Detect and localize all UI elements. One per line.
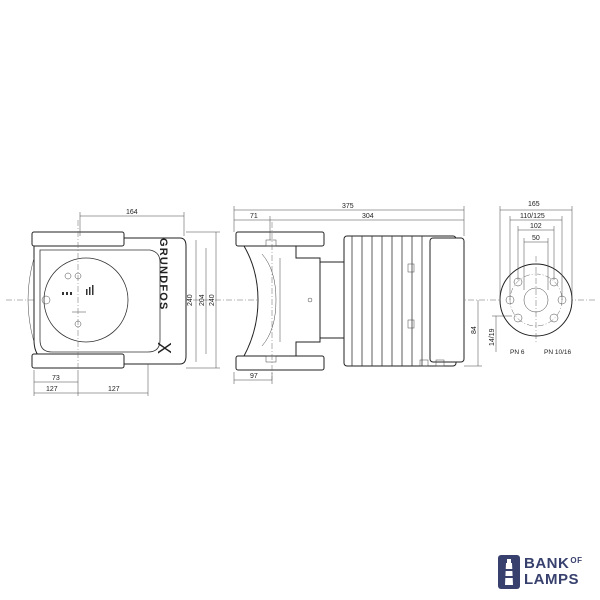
side-pump-casing xyxy=(243,245,321,357)
dim-50: 50 xyxy=(532,235,540,242)
front-control-box xyxy=(39,249,161,353)
cooling-fins xyxy=(351,236,423,366)
front-view: GRUNDFOS X 164 240 204 240 73 127 127 xyxy=(27,209,220,396)
label-pn10-16: PN 10/16 xyxy=(544,349,571,356)
bank-of-lamps-logo: BANKOF LAMPS xyxy=(498,555,598,591)
brand-x-mark: X xyxy=(154,342,174,354)
side-top-flange xyxy=(235,231,325,247)
flange-view: 165 110/125 102 50 14/19 PN 6 PN 10/16 xyxy=(489,201,573,356)
side-bottom-flange xyxy=(235,355,325,371)
dim-14-19: 14/19 xyxy=(489,328,496,346)
logo-line2: LAMPS xyxy=(524,571,579,588)
dim-240-inner: 240 xyxy=(187,294,194,306)
control-led xyxy=(64,272,72,280)
dim-375: 375 xyxy=(342,203,354,210)
dim-164: 164 xyxy=(126,209,138,216)
dim-84: 84 xyxy=(471,326,478,334)
lighthouse-icon xyxy=(498,555,520,589)
bolt-hole-3 xyxy=(513,313,523,323)
logo-of: OF xyxy=(570,556,583,565)
brand-text: GRUNDFOS xyxy=(157,238,169,311)
bar-indicator xyxy=(62,285,94,295)
motor-neck xyxy=(319,261,345,339)
dim-73: 73 xyxy=(52,375,60,382)
control-panel-circle xyxy=(43,257,129,343)
dim-127-left: 127 xyxy=(46,386,58,393)
label-pn6: PN 6 xyxy=(510,349,525,356)
dim-110-125: 110/125 xyxy=(520,213,545,220)
terminal-box xyxy=(429,237,465,363)
dim-204: 204 xyxy=(199,294,206,306)
dim-102: 102 xyxy=(530,223,542,230)
side-view: 375 71 304 84 97 xyxy=(233,203,482,384)
dim-97: 97 xyxy=(250,373,258,380)
dim-165: 165 xyxy=(528,201,540,208)
dim-127-right: 127 xyxy=(108,386,120,393)
dim-240-outer: 240 xyxy=(209,294,216,306)
logo-line1: BANK xyxy=(524,555,570,572)
dim-304: 304 xyxy=(362,213,374,220)
dim-71: 71 xyxy=(250,213,258,220)
bolt-hole-4 xyxy=(549,313,559,323)
control-button-left xyxy=(41,295,51,305)
